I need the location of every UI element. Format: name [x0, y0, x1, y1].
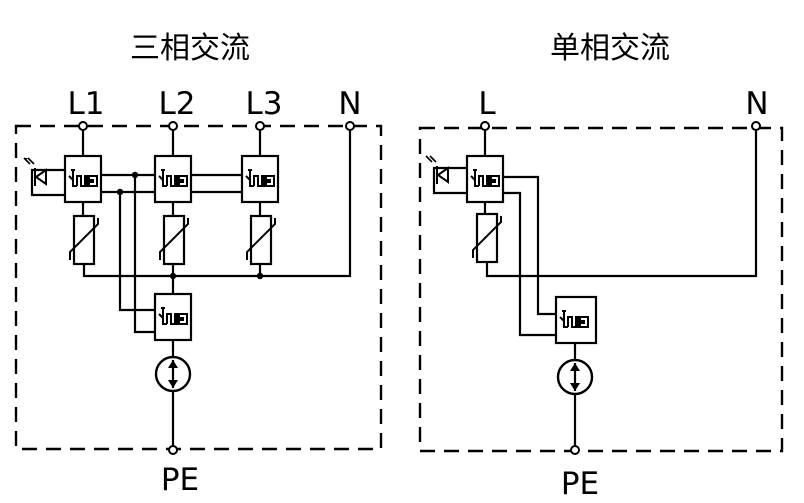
three-phase-wiring [30, 126, 352, 450]
varistor-l-icon [471, 212, 503, 264]
thermal-switch-l1-icon [63, 154, 103, 204]
three-phase-title: 三相交流 [130, 31, 250, 66]
terminal-pe [168, 445, 178, 455]
terminal-label-n: N [338, 86, 361, 122]
thermal-switch-l2-icon [153, 154, 193, 204]
terminal-n [345, 121, 355, 131]
terminal-l2 [168, 121, 178, 131]
junction-dot [116, 188, 124, 196]
gas-discharge-tube-icon [556, 358, 594, 396]
single-phase-wiring [432, 126, 758, 450]
terminal-label-l3: L3 [246, 86, 283, 122]
gas-discharge-tube-icon [154, 355, 192, 393]
terminal-l1 [78, 121, 88, 131]
single-phase-title: 单相交流 [550, 31, 670, 66]
thermal-switch-l-icon [465, 154, 505, 204]
thermal-switch-npe-icon [153, 292, 193, 342]
thermal-switch-npe-icon [554, 295, 598, 345]
terminal-label-l: L [478, 86, 496, 122]
terminal-label-l1: L1 [68, 86, 105, 122]
single-phase-enclosure [418, 126, 784, 453]
terminal-pe [570, 445, 580, 455]
junction-dot [169, 272, 177, 280]
junction-dot [256, 272, 264, 280]
terminal-label-pe: PE [561, 466, 599, 502]
terminal-label-l2: L2 [159, 86, 196, 122]
varistor-l2-icon [158, 214, 190, 266]
varistor-l3-icon [245, 214, 277, 266]
terminal-label-pe: PE [161, 462, 199, 498]
led-indicator-icon [425, 155, 449, 184]
terminal-label-n: N [745, 86, 768, 122]
led-indicator-icon [23, 157, 47, 186]
terminal-n [751, 121, 761, 131]
varistor-l1-icon [68, 214, 100, 266]
terminal-l3 [255, 121, 265, 131]
three-phase-enclosure [14, 124, 383, 451]
terminal-l [480, 121, 490, 131]
thermal-switch-l3-icon [240, 154, 280, 204]
junction-dot [131, 171, 139, 179]
